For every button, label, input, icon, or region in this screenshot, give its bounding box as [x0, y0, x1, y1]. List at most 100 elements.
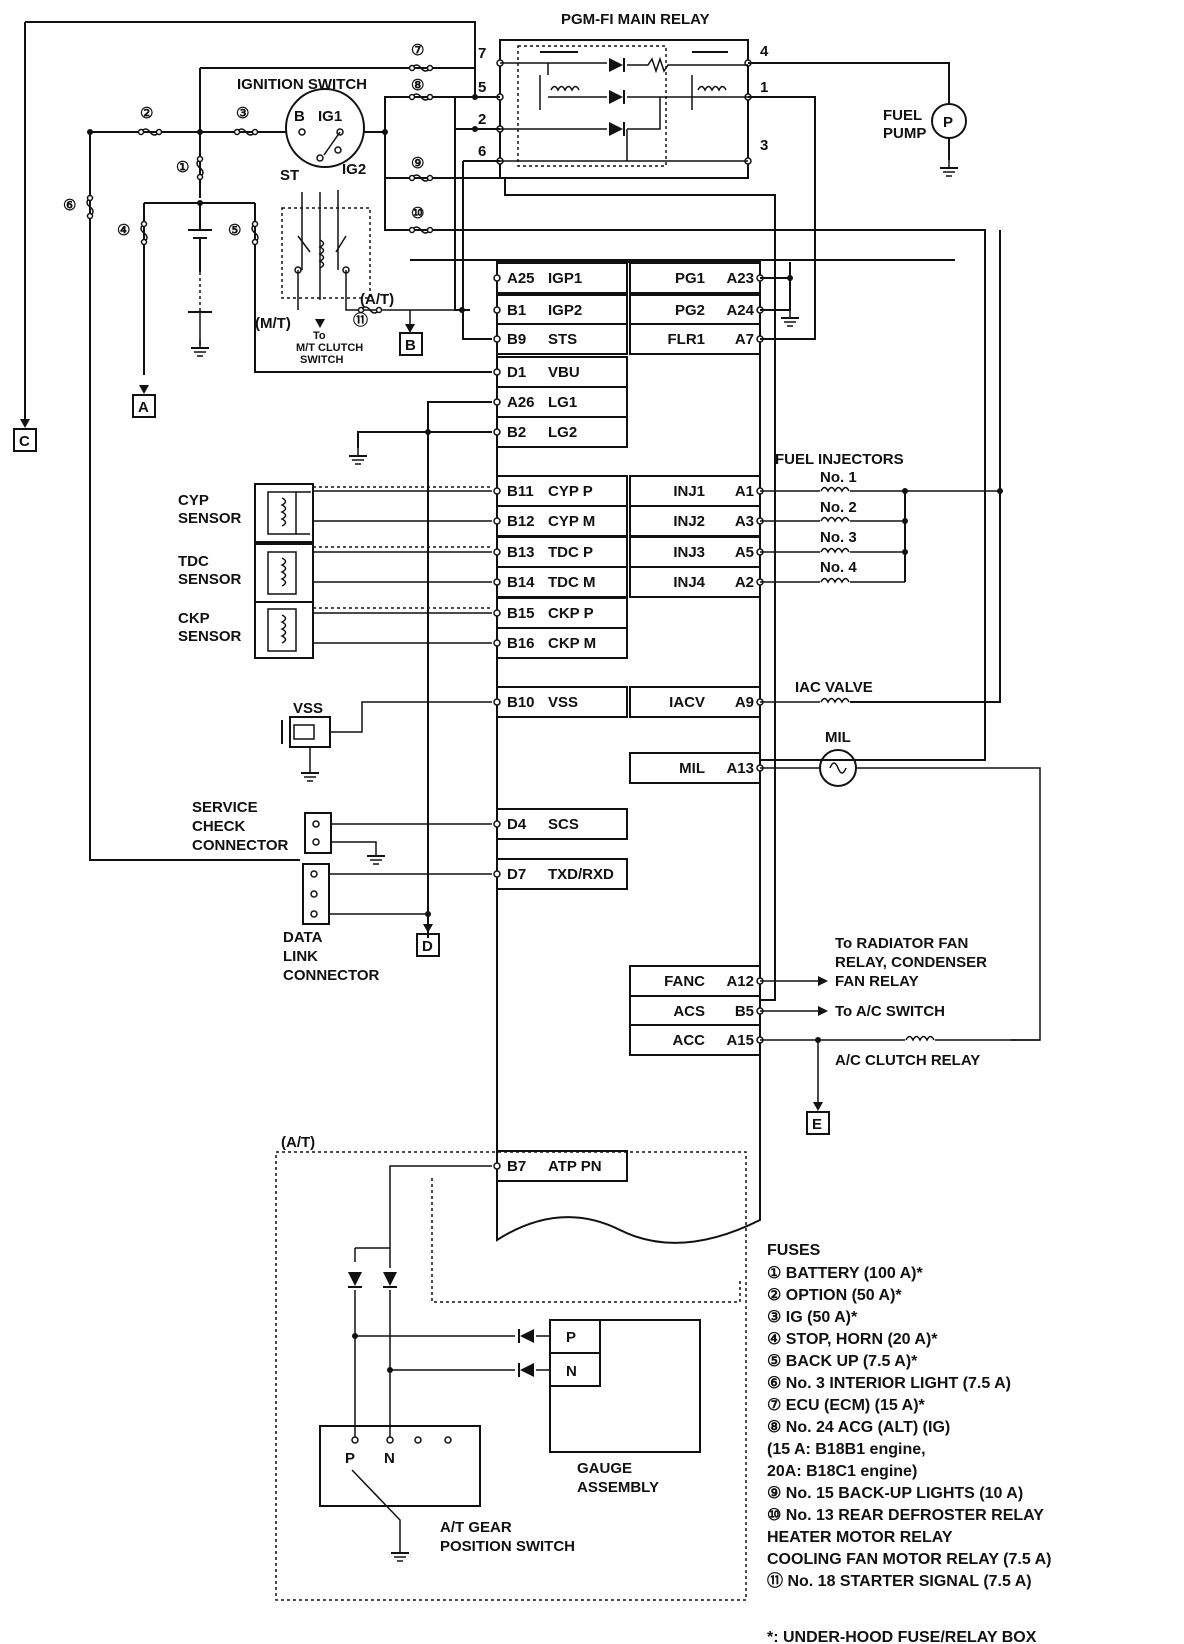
- fuse-legend-item: ⑪ No. 18 STARTER SIGNAL (7.5 A): [767, 1571, 1032, 1590]
- ecm-pin: B12: [507, 513, 535, 530]
- fuse-legend: FUSES ① BATTERY (100 A)* ② OPTION (50 A)*…: [767, 1242, 1051, 1644]
- ecm-pin: B10: [507, 694, 535, 711]
- svg-text:DATA: DATA: [283, 929, 323, 946]
- svg-text:⑩: ⑩: [411, 205, 424, 222]
- fuse-legend-item: ⑤ BACK UP (7.5 A)*: [767, 1353, 918, 1370]
- ecm-pin: B11: [507, 483, 534, 500]
- svg-text:To: To: [313, 330, 326, 342]
- fuse-legend-item: ① BATTERY (100 A)*: [767, 1265, 923, 1282]
- svg-text:No. 2: No. 2: [820, 499, 857, 516]
- svg-text:SENSOR: SENSOR: [178, 628, 242, 645]
- svg-text:To A/C SWITCH: To A/C SWITCH: [835, 1003, 945, 1020]
- svg-text:No. 4: No. 4: [820, 559, 857, 576]
- svg-text:CHECK: CHECK: [192, 818, 246, 835]
- svg-text:⑧: ⑧: [411, 77, 424, 94]
- connector-a: A: [138, 399, 149, 416]
- lg-ground: D: [348, 401, 492, 957]
- mt-label: (M/T): [255, 315, 291, 332]
- svg-text:⑥: ⑥: [63, 197, 76, 214]
- ecm-signal: STS: [548, 331, 577, 348]
- ecm-pin: A5: [735, 544, 754, 561]
- fuses-title: FUSES: [767, 1242, 821, 1259]
- relay-pin-6: 6: [478, 143, 486, 160]
- ecm-signal: CYP P: [548, 483, 593, 500]
- svg-text:N: N: [566, 1363, 577, 1380]
- svg-text:MIL: MIL: [825, 729, 851, 746]
- connector-b: B: [405, 337, 416, 354]
- ecm-pin: D1: [507, 364, 526, 381]
- ecm-pin: A1: [735, 483, 754, 500]
- battery-circuit: C A: [13, 21, 492, 861]
- ecm-pin: B1: [507, 302, 526, 319]
- svg-text:CKP: CKP: [178, 610, 210, 627]
- iac-valve: IAC VALVE: [760, 679, 873, 703]
- svg-text:IAC VALVE: IAC VALVE: [795, 679, 873, 696]
- svg-text:CONNECTOR: CONNECTOR: [192, 837, 289, 854]
- svg-text:⑤: ⑤: [228, 222, 241, 239]
- svg-text:VSS: VSS: [293, 700, 323, 717]
- sensor-ckp: CKP SENSOR: [178, 601, 492, 659]
- starter-relay: (M/T) (A/T) To M/T CLUTCH SWITCH B: [255, 190, 955, 366]
- ecm-signal: CKP M: [548, 635, 596, 652]
- ecm-signal: INJ1: [673, 483, 705, 500]
- svg-text:②: ②: [140, 105, 153, 122]
- svg-text:SERVICE: SERVICE: [192, 799, 258, 816]
- svg-text:FUEL INJECTORS: FUEL INJECTORS: [775, 451, 904, 468]
- svg-text:(A/T): (A/T): [281, 1134, 315, 1151]
- svg-text:P: P: [566, 1329, 576, 1346]
- ignition-switch: IGNITION SWITCH B IG1 ST IG2: [237, 76, 367, 184]
- ignition-ig2: IG2: [342, 161, 366, 178]
- svg-text:SENSOR: SENSOR: [178, 510, 242, 527]
- fuse-legend-item: ③ IG (50 A)*: [767, 1309, 858, 1326]
- at-section: (A/T) P N GAUGE ASSEMBLY P N A/T GEAR PO…: [275, 1134, 747, 1601]
- fuel-pump-symbol: P: [943, 114, 953, 131]
- ignition-st: ST: [280, 167, 299, 184]
- svg-text:RELAY, CONDENSER: RELAY, CONDENSER: [835, 954, 987, 971]
- relay-pin-2: 2: [478, 111, 486, 128]
- ecm-pin: B9: [507, 331, 526, 348]
- ecm-pin: A2: [735, 574, 754, 591]
- ecm-signal: FLR1: [668, 331, 706, 348]
- svg-text:⑨: ⑨: [411, 155, 424, 172]
- svg-text:No. 1: No. 1: [820, 469, 857, 486]
- fuel-pump: P FUEL PUMP: [748, 62, 967, 177]
- svg-text:FAN RELAY: FAN RELAY: [835, 973, 919, 990]
- fuse-legend-item: ④ STOP, HORN (20 A)*: [767, 1331, 938, 1348]
- ecm-signal: PG2: [675, 302, 705, 319]
- ecm-pin: A3: [735, 513, 754, 530]
- ecm-signal: LG2: [548, 424, 577, 441]
- svg-text:CYP: CYP: [178, 492, 209, 509]
- svg-text:CONNECTOR: CONNECTOR: [283, 967, 380, 984]
- relay-pin-4: 4: [760, 43, 769, 60]
- ecm-pin: A26: [507, 394, 535, 411]
- fuel-injectors: FUEL INJECTORS No. 1 No. 2 No. 3 No. 4: [760, 230, 1003, 703]
- fuse-markers: ① ② ③ ④ ⑤ ⑥ ⑦ ⑧ ⑨ ⑩ ⑪: [63, 42, 424, 329]
- ecm-signal: ACS: [673, 1003, 705, 1020]
- ecm-pin: B13: [507, 544, 535, 561]
- ignition-b: B: [294, 108, 305, 125]
- ecm-pin: B14: [507, 574, 535, 591]
- sensor-cyp: CYP SENSOR: [178, 483, 492, 543]
- at-label: (A/T): [360, 291, 394, 308]
- ecm-pin: B5: [735, 1003, 754, 1020]
- fuse-legend-item: ⑦ ECU (ECM) (15 A)*: [767, 1397, 926, 1414]
- fuse-legend-item: 20A: B18C1 engine): [767, 1463, 917, 1480]
- ecm-signal: INJ3: [673, 544, 705, 561]
- connector-e: E: [812, 1116, 822, 1133]
- relay-pin-7: 7: [478, 45, 486, 62]
- svg-text:To RADIATOR FAN: To RADIATOR FAN: [835, 935, 968, 952]
- ecm-signal: INJ2: [673, 513, 705, 530]
- ecm-signal: CYP M: [548, 513, 595, 530]
- connector-d: D: [422, 938, 433, 955]
- fuse-legend-item: ⑧ No. 24 ACG (ALT) (IG): [767, 1419, 950, 1436]
- svg-text:M/T CLUTCH: M/T CLUTCH: [296, 342, 363, 354]
- fuse-legend-item: ② OPTION (50 A)*: [767, 1287, 902, 1304]
- svg-text:A/C CLUTCH RELAY: A/C CLUTCH RELAY: [835, 1052, 980, 1069]
- service-check-connector: SERVICE CHECK CONNECTOR: [192, 799, 492, 865]
- ecm-signal: TDC M: [548, 574, 596, 591]
- svg-text:SWITCH: SWITCH: [300, 354, 343, 366]
- svg-text:TDC: TDC: [178, 553, 209, 570]
- ecm-signal: INJ4: [673, 574, 705, 591]
- fuse-legend-item: ⑨ No. 15 BACK-UP LIGHTS (10 A): [767, 1485, 1023, 1502]
